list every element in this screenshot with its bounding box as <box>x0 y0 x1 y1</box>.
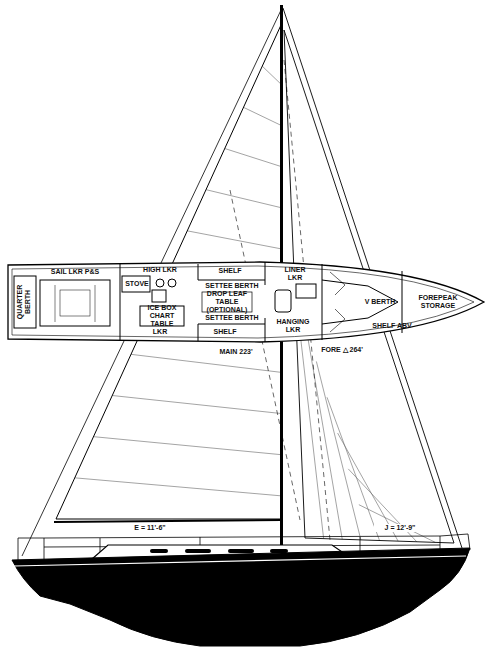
sail-seam <box>262 66 281 84</box>
sail-seam <box>225 149 281 167</box>
part-label: SETTEE BERTH <box>202 282 262 290</box>
sail-seam <box>94 437 282 455</box>
part-label: V BERTH <box>363 298 397 306</box>
part-label: E = 11'-6" <box>124 524 176 532</box>
part-label: FOREPEAK STORAGE <box>416 294 460 310</box>
sail-seam <box>112 396 281 414</box>
part-label: SHELF ABV <box>372 322 412 330</box>
part-label: LKR <box>150 328 170 336</box>
part-label: SHELF <box>210 328 240 336</box>
part-label: FORE △ 264' <box>315 346 369 354</box>
sail-seam <box>244 107 282 125</box>
sail-seam <box>327 397 380 540</box>
sail-seam <box>316 361 361 539</box>
part-label: QUARTER BERTH <box>16 272 32 332</box>
sail-seam <box>187 231 281 249</box>
part-label: HANGING LKR <box>273 318 313 334</box>
part-label: HIGH LKR <box>140 266 180 274</box>
part-label: ICE BOX CHART TABLE <box>141 304 183 328</box>
part-label: SAIL LKR P&S <box>45 268 105 276</box>
part-label: DROP LEAF TABLE (OPTIONAL) <box>203 290 251 314</box>
part-label: LINER LKR <box>280 266 310 282</box>
part-label: SHELF <box>215 267 245 275</box>
sail-seam <box>75 478 281 496</box>
part-label: STOVE <box>124 280 150 288</box>
part-label: MAIN 223' <box>210 348 262 356</box>
part-label: SETTEE BERTH <box>202 314 262 322</box>
sail-seam <box>206 190 281 208</box>
sail-seam <box>306 326 343 540</box>
sail-seam <box>131 354 281 372</box>
part-label: J = 12'-9" <box>374 524 426 532</box>
